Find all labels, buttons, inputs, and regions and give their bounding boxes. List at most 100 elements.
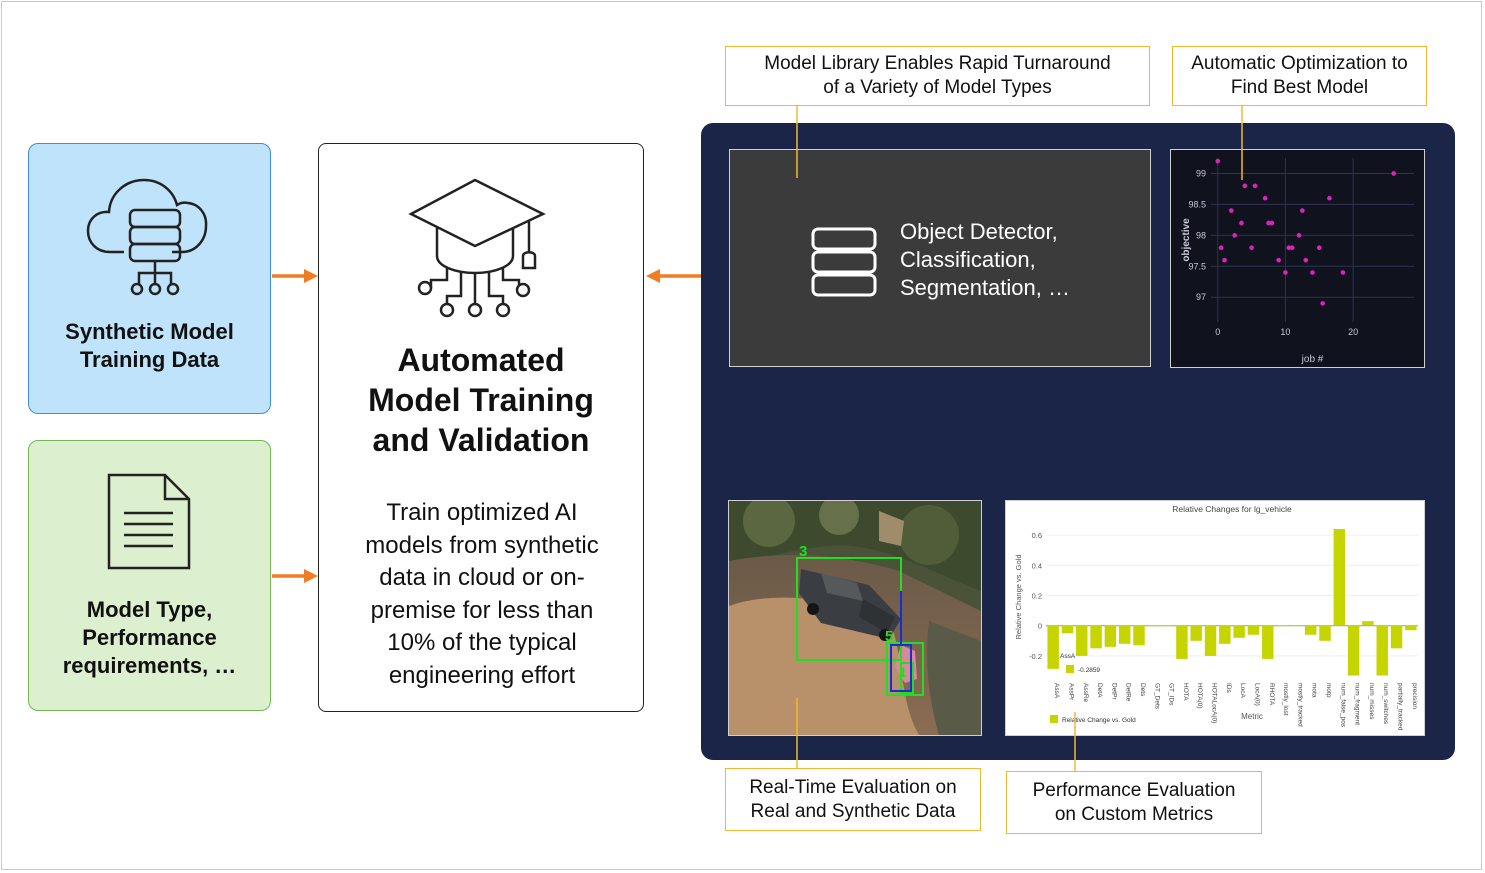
scatter-y-tick-label: 98.5: [1188, 199, 1206, 209]
scatter-x-axis-label: job #: [1301, 354, 1324, 365]
bar: [1347, 625, 1360, 676]
bar-annotation-label: AssA: [1060, 653, 1076, 660]
scatter-point: [1266, 220, 1271, 226]
scatter-point: [1391, 171, 1396, 176]
scatter-y-axis-label: objective: [1181, 218, 1192, 262]
scatter-point: [1283, 270, 1288, 275]
scatter-y-tick-label: 99: [1196, 168, 1206, 178]
synthetic-data-box: Synthetic Model Training Data: [28, 143, 271, 414]
scatter-point: [1340, 270, 1346, 275]
bar: [1362, 621, 1374, 626]
scatter-point: [1276, 257, 1281, 263]
bar-x-tick-label: num_fragment: [1354, 683, 1361, 725]
bar-x-tick-label: HOTALocA(0): [1211, 683, 1218, 723]
bar-x-tick-label: AssRe: [1082, 683, 1089, 703]
bar-annotation-value: -0.2859: [1078, 667, 1100, 674]
scatter-point: [1269, 220, 1275, 226]
bar-x-tick-label: AssPr: [1067, 683, 1074, 701]
callout-model-library: Model Library Enables Rapid Turnaround o…: [725, 46, 1150, 106]
bar-x-tick-label: LocA(0): [1253, 683, 1260, 706]
bar: [1161, 625, 1174, 627]
bar: [1219, 625, 1231, 644]
bar-x-tick-label: GT_Dets: [1153, 683, 1160, 710]
bar-x-tick-label: num_false_pos: [1339, 683, 1346, 728]
arrow-modeltype-to-training: [272, 569, 318, 583]
bar-x-tick-label: AssA: [1053, 683, 1060, 699]
bar: [1133, 625, 1145, 646]
scatter-point: [1310, 270, 1315, 275]
scatter-y-tick-label: 97: [1196, 292, 1206, 302]
legend-swatch: [1050, 715, 1058, 723]
scatter-point: [1286, 245, 1292, 251]
bar-x-tick-label: HOTA: [1182, 683, 1189, 701]
scatter-point: [1232, 233, 1237, 238]
bar-x-tick-label: mota: [1311, 683, 1318, 698]
model-library-box: Object Detector, Classification, Segment…: [729, 149, 1151, 367]
scatter-point: [1316, 245, 1322, 251]
bar: [1405, 625, 1417, 631]
bar-x-tick-label: RHOTA: [1268, 683, 1275, 706]
bar-x-tick-label: IDs: [1225, 683, 1232, 694]
bar: [1076, 625, 1088, 656]
scatter-point: [1320, 301, 1325, 306]
bar-x-tick-label: DetRe: [1125, 683, 1132, 702]
aerial-truck-detection-image: 3 5 1: [729, 501, 981, 735]
scatter-point: [1262, 195, 1268, 201]
callout-performance-evaluation: Performance Evaluation on Custom Metrics: [1006, 771, 1262, 834]
bar-x-tick-label: GT_IDs: [1168, 683, 1175, 706]
scatter-point: [1215, 158, 1221, 164]
bar: [1333, 529, 1346, 626]
bar-x-tick-label: partially_tracked: [1397, 683, 1404, 731]
bar-x-tick-label: mostly_lost: [1282, 683, 1289, 716]
bar: [1176, 625, 1188, 659]
bar: [1090, 625, 1102, 649]
scatter-point: [1239, 220, 1244, 226]
box-label-3: 3: [799, 543, 807, 560]
scatter-point: [1218, 245, 1224, 251]
bar-x-tick-label: num_misses: [1368, 683, 1375, 720]
bar: [1047, 625, 1059, 669]
truck-shape: [799, 569, 901, 641]
bar: [1233, 625, 1245, 638]
bar: [1390, 625, 1403, 649]
scatter-x-tick-label: 10: [1280, 327, 1290, 337]
bar: [1290, 625, 1303, 627]
bar: [1247, 625, 1260, 635]
bar: [1204, 625, 1217, 656]
bar-chart-title: Relative Changes for lg_vehicle: [1172, 504, 1292, 514]
scatter-point: [1289, 245, 1295, 251]
training-validation-box: Automated Model Training and Validation …: [318, 143, 644, 712]
bar-x-axis-label: Metric: [1241, 712, 1263, 721]
bar: [1147, 625, 1160, 627]
detection-photo: 3 5 1: [728, 500, 982, 736]
box-label-1: 1: [899, 664, 907, 680]
bar-y-tick-label: -0.2: [1029, 652, 1042, 661]
bar: [1376, 625, 1388, 676]
bar-y-axis-label: Relative Change vs. Gold: [1014, 554, 1023, 639]
scatter-point: [1249, 245, 1254, 251]
scatter-x-tick-label: 0: [1215, 327, 1220, 337]
bar: [1276, 625, 1288, 627]
bar-x-tick-label: DetA: [1096, 683, 1103, 698]
bar: [1061, 625, 1074, 634]
bar-x-tick-label: HOTA(0): [1196, 683, 1203, 709]
document-icon: [107, 473, 191, 570]
scatter-y-tick-label: 97.5: [1188, 261, 1206, 271]
bar-x-tick-label: mostly_tracked: [1296, 683, 1303, 727]
bar-annotation-swatch: [1066, 664, 1074, 673]
bar-x-tick-label: motp: [1325, 683, 1332, 698]
bar-y-tick-label: 0.6: [1032, 531, 1042, 540]
bar-y-tick-label: 0: [1038, 622, 1042, 631]
box-label-5: 5: [885, 628, 893, 645]
bar-x-tick-label: DetPr: [1110, 683, 1117, 700]
scatter-point: [1296, 233, 1302, 238]
synthetic-data-label: Synthetic Model Training Data: [65, 319, 234, 372]
database-stack-icon: [811, 227, 877, 297]
bar: [1304, 625, 1317, 635]
scatter-point: [1222, 257, 1227, 263]
scatter-point: [1327, 195, 1332, 201]
